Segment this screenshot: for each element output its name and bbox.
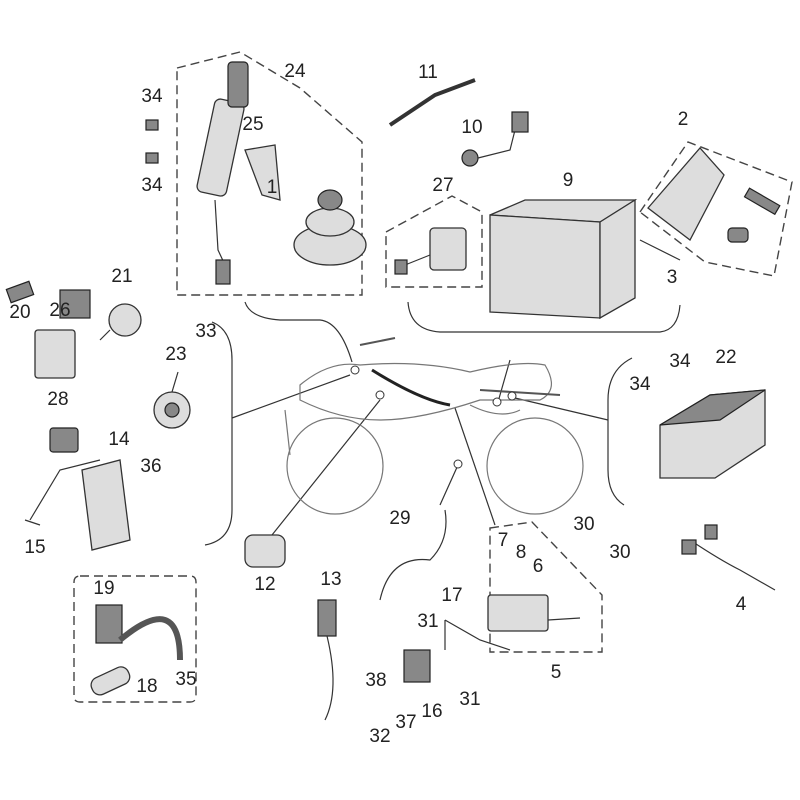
callout-34: 34 — [141, 86, 163, 107]
callout-12: 12 — [254, 574, 275, 595]
ecu — [81, 459, 131, 551]
callout-31: 31 — [459, 689, 480, 710]
callout-32: 32 — [369, 726, 390, 747]
fuse-box — [49, 427, 79, 453]
battery — [489, 198, 638, 320]
group-box-relay — [385, 195, 483, 288]
sensor-bracket — [444, 619, 511, 651]
speed-sensor-cable — [379, 509, 447, 601]
group-box-ignition-coil — [73, 575, 197, 703]
callout-33: 33 — [195, 321, 216, 342]
callout-14: 14 — [108, 429, 130, 450]
callout-10: 10 — [461, 117, 482, 138]
callout-35: 35 — [175, 669, 196, 690]
fuse — [5, 280, 35, 304]
callout-7: 7 — [498, 530, 509, 551]
callout-13: 13 — [320, 569, 341, 590]
starter-motor — [244, 534, 286, 568]
callout-19: 19 — [93, 578, 114, 599]
group-box-cdi — [489, 521, 603, 653]
horn — [153, 371, 191, 429]
callout-28: 28 — [47, 389, 68, 410]
callout-18: 18 — [136, 676, 157, 697]
flasher-relay — [99, 303, 142, 341]
callout-25: 25 — [242, 114, 263, 135]
callout-29: 29 — [389, 508, 410, 529]
callout-26: 26 — [49, 300, 70, 321]
callout-37: 37 — [395, 712, 416, 733]
callout-15: 15 — [24, 537, 45, 558]
callout-22: 22 — [715, 347, 736, 368]
vehicle-outline — [284, 337, 584, 515]
leader — [267, 399, 381, 541]
callout-38: 38 — [365, 670, 386, 691]
callout-9: 9 — [563, 170, 574, 191]
callout-23: 23 — [165, 344, 186, 365]
bracket-left — [204, 321, 233, 546]
group-box-tools — [639, 141, 793, 277]
callout-17: 17 — [441, 585, 462, 606]
callout-16: 16 — [421, 701, 442, 722]
callout-8: 8 — [516, 542, 527, 563]
ignition-bracket — [244, 144, 281, 201]
group-box-ignition — [176, 51, 363, 296]
rectifier — [659, 389, 766, 479]
bracket-top-right — [407, 301, 681, 333]
bracket-top-left — [244, 301, 353, 363]
starter-relay — [394, 227, 467, 275]
callout-2: 2 — [678, 109, 689, 130]
fuel-cap — [293, 189, 367, 266]
callout-5: 5 — [551, 662, 562, 683]
tool-kit — [639, 147, 781, 261]
callout-3: 3 — [667, 267, 678, 288]
callout-24: 24 — [284, 61, 306, 82]
callout-34: 34 — [141, 175, 163, 196]
callout-34: 34 — [669, 351, 691, 372]
leader — [439, 464, 459, 506]
leader — [514, 397, 609, 421]
sensor — [403, 649, 431, 683]
callout-30: 30 — [609, 542, 630, 563]
battery-cable — [388, 78, 476, 127]
callout-36: 36 — [140, 456, 161, 477]
cdi-unit — [487, 594, 581, 632]
callout-21: 21 — [111, 266, 132, 287]
ignition-coil — [90, 604, 183, 696]
callout-27: 27 — [432, 175, 453, 196]
leader — [454, 407, 496, 526]
callout-11: 11 — [418, 62, 438, 83]
wiring-harness — [681, 524, 776, 591]
bolt — [145, 119, 159, 164]
starter-cable — [461, 111, 529, 167]
callout-20: 20 — [9, 302, 30, 323]
ignition-switch — [196, 61, 249, 285]
leader — [231, 374, 351, 419]
callout-31: 31 — [417, 611, 438, 632]
callout-30: 30 — [573, 514, 594, 535]
callout-34: 34 — [629, 374, 651, 395]
callout-4: 4 — [736, 594, 747, 615]
bracket-right — [607, 357, 633, 506]
callout-1: 1 — [267, 177, 278, 198]
ecu-bracket — [24, 459, 101, 526]
leader — [497, 359, 511, 403]
o2-sensor — [317, 599, 337, 721]
regulator — [34, 289, 91, 379]
callout-6: 6 — [533, 556, 544, 577]
